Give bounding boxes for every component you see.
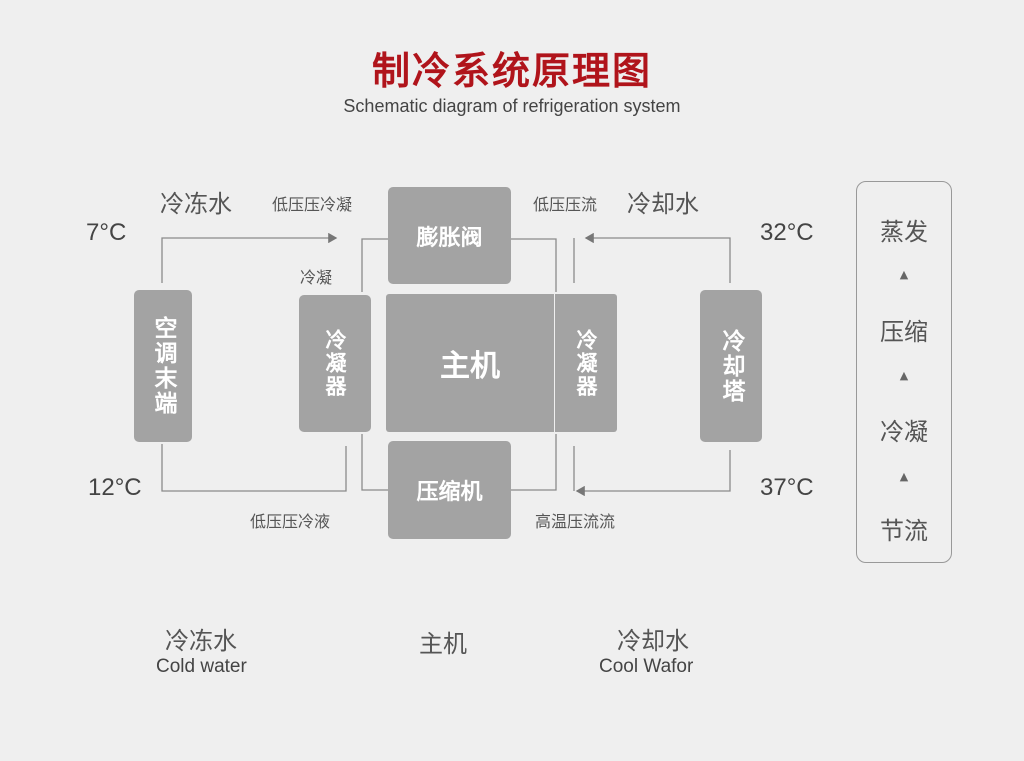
condense-small-label: 冷凝 [300, 268, 333, 287]
left-exchanger-box: 冷凝器 [299, 295, 371, 432]
left-top-connector [361, 238, 388, 292]
process-arrow-icon: ▲ [899, 470, 909, 483]
right-exchanger-label: 冷凝器 [574, 328, 598, 398]
page-subtitle: Schematic diagram of refrigeration syste… [343, 96, 681, 116]
process-step-compress: 压缩 [880, 318, 928, 346]
left-top-pipe-label: 低压压冷凝 [272, 195, 353, 214]
chilled-return-pipe [161, 444, 347, 492]
left-bottom-connector [361, 434, 388, 491]
cooling-return-pipe [575, 450, 731, 497]
expansion-valve-box: 膨胀阀 [388, 187, 511, 284]
right-top-connector [511, 238, 557, 292]
compressor-box: 压缩机 [388, 441, 511, 539]
expansion-valve-label: 膨胀阀 [416, 225, 483, 251]
left-bottom-pipe-label: 低压压冷液 [250, 512, 331, 531]
legend-cooling-cn: 冷却水 [617, 627, 689, 655]
process-arrow-icon: ▲ [899, 369, 909, 382]
process-step-evaporate: 蒸发 [880, 218, 928, 246]
process-step-throttle: 节流 [880, 517, 928, 545]
cooling-tower-box: 冷却塔 [700, 290, 762, 442]
cooling-water-label: 冷却水 [627, 190, 699, 218]
right-top-pipe-label: 低压压流 [533, 195, 598, 214]
chilled-supply-temp: 7°C [86, 219, 127, 246]
terminal-box-label: 空调末端 [150, 316, 176, 416]
terminal-box: 空调末端 [134, 290, 192, 442]
process-arrow-icon: ▲ [899, 268, 909, 281]
left-exchanger-label: 冷凝器 [323, 329, 347, 398]
right-exchanger-box: 冷凝器 [555, 294, 617, 432]
process-step-condense: 冷凝 [880, 418, 928, 446]
cooling-supply-pipe [584, 232, 731, 283]
legend-cooling-en: Cool Wafor [599, 656, 694, 677]
process-panel: 蒸发 ▲ 压缩 ▲ 冷凝 ▲ 节流 [856, 181, 952, 563]
cooling-supply-temp: 32°C [760, 219, 814, 246]
cooling-return-temp: 37°C [760, 474, 814, 501]
legend-chilled-en: Cold water [156, 656, 247, 677]
chilled-supply-pipe [161, 232, 338, 283]
legend-main-cn: 主机 [419, 630, 467, 658]
chilled-water-label: 冷冻水 [160, 190, 232, 218]
cooling-tower-label: 冷却塔 [718, 328, 744, 404]
right-bottom-connector [511, 434, 557, 491]
main-unit-label: 主机 [440, 349, 500, 384]
right-bottom-pipe-label: 高温压流流 [535, 512, 616, 531]
main-unit-box: 主机 [386, 294, 554, 432]
chilled-return-temp: 12°C [88, 474, 142, 501]
compressor-label: 压缩机 [416, 480, 483, 505]
legend-chilled-cn: 冷冻水 [165, 627, 237, 655]
page-title: 制冷系统原理图 [371, 49, 652, 93]
